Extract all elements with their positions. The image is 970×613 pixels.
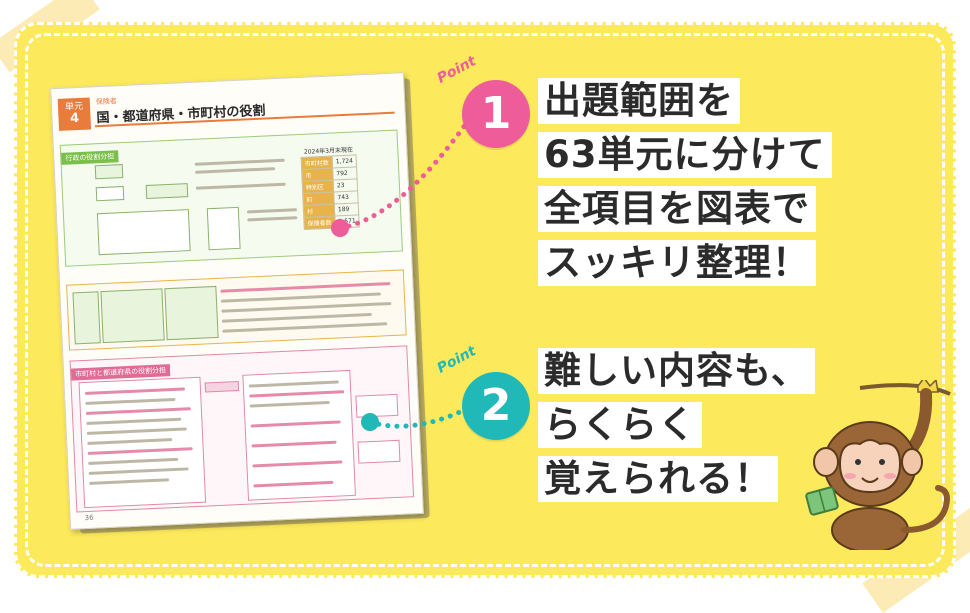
diagram-box	[357, 439, 401, 464]
diagram-box	[206, 206, 241, 251]
diagram-box	[204, 381, 240, 393]
connector-1	[331, 115, 473, 237]
diagram-box	[96, 209, 191, 256]
headline-1: 出題範囲を 63単元に分けて 全項目を図表で スッキリ整理！	[538, 74, 832, 290]
headline-2-line: 覚えられる！	[538, 456, 778, 502]
connector-2	[361, 409, 463, 431]
unit-number: 4	[69, 110, 80, 127]
headline-1-line: 63単元に分けて	[538, 132, 832, 178]
point-2-badge: 2	[462, 372, 530, 440]
diagram-box	[145, 183, 189, 200]
diagram-box	[94, 164, 124, 180]
headline-2-line: 難しい内容も、	[538, 348, 815, 394]
headline-1-line: スッキリ整理！	[538, 240, 816, 286]
book-section-heading: 行政の役割分担	[61, 150, 119, 165]
diagram-box	[72, 291, 101, 345]
diagram-box	[100, 288, 165, 344]
headline-1-line: 出題範囲を	[538, 78, 740, 124]
diagram-box	[95, 186, 125, 202]
point-1-badge: 1	[462, 80, 530, 148]
book-title: 国・都道府県・市町村の役割	[96, 103, 266, 127]
unit-badge: 単元 4	[57, 97, 92, 131]
headline-1-line: 全項目を図表で	[538, 186, 816, 232]
card-stitch-border	[25, 33, 945, 567]
page-number: 36	[84, 513, 94, 523]
diagram-box	[164, 285, 219, 341]
headline-2: 難しい内容も、 らくらく 覚えられる！	[538, 344, 815, 506]
monkey-mascot-icon	[805, 380, 951, 550]
headline-2-line: らくらく	[538, 402, 702, 448]
